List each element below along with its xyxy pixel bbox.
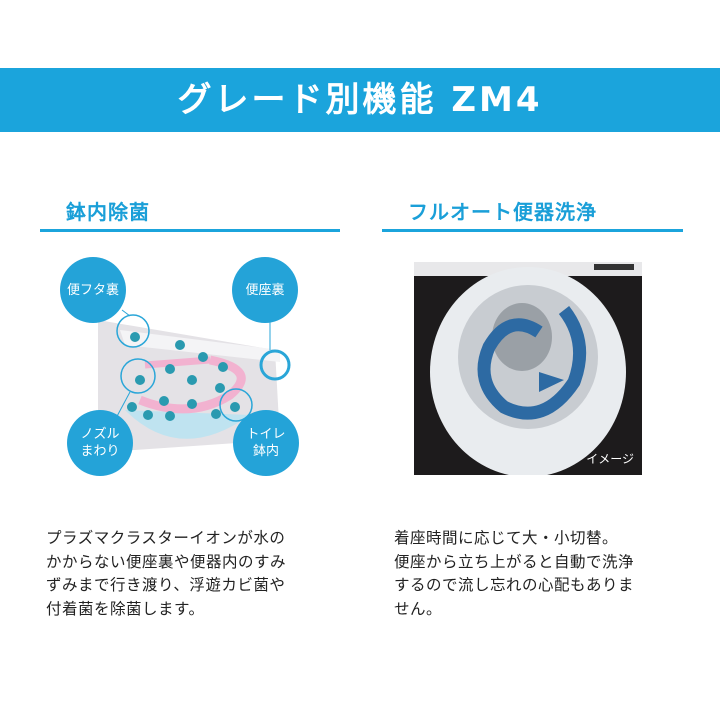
label-line: 鉢内 — [252, 444, 279, 459]
bowl-sterilization-description: プラズマクラスターイオンが水の かからない便座裏や便器内のすみ ずみまで行き渡り… — [46, 527, 286, 621]
description-line: プラズマクラスターイオンが水の — [46, 529, 286, 547]
label-line: まわり — [80, 444, 120, 459]
label-bowl-inside: トイレ鉢内 — [233, 410, 299, 476]
label-line: ノズル — [80, 427, 120, 442]
section-title-auto-flush: フルオート便器洗浄 — [408, 200, 597, 224]
description-line: 便座から立ち上がると自動で洗浄 — [394, 552, 635, 571]
toilet-illustration — [98, 309, 291, 450]
toilet-bowl-photo: イメージ — [414, 262, 642, 475]
label-nozzle-area: ノズルまわり — [67, 410, 133, 476]
description-line: するので流し忘れの心配もありま — [394, 576, 635, 594]
label-seat-underside: 便座裏 — [232, 257, 298, 323]
section-title-bowl-sterilization: 鉢内除菌 — [66, 200, 150, 224]
description-line: 着座時間に応じて大・小切替。 — [394, 529, 619, 547]
label-line: トイレ — [246, 427, 286, 442]
divider — [40, 229, 340, 232]
description-line: せん。 — [394, 599, 443, 618]
ion-diagram: 便フタ裏 便座裏 ノズルまわり トイレ鉢内 — [40, 250, 340, 480]
description-line: ずみまで行き渡り、浮遊カビ菌や — [46, 576, 286, 594]
image-caption: イメージ — [586, 452, 634, 466]
description-line: かからない便座裏や便器内のすみ — [46, 552, 287, 571]
description-line: 付着菌を除菌します。 — [46, 599, 205, 618]
flush-swirl-image — [414, 262, 642, 475]
banner-title: グレード別機能 ZM4 — [0, 68, 720, 132]
label-lid-underside: 便フタ裏 — [60, 257, 126, 323]
divider — [382, 229, 683, 232]
auto-flush-description: 着座時間に応じて大・小切替。 便座から立ち上がると自動で洗浄 するので流し忘れの… — [394, 527, 634, 621]
